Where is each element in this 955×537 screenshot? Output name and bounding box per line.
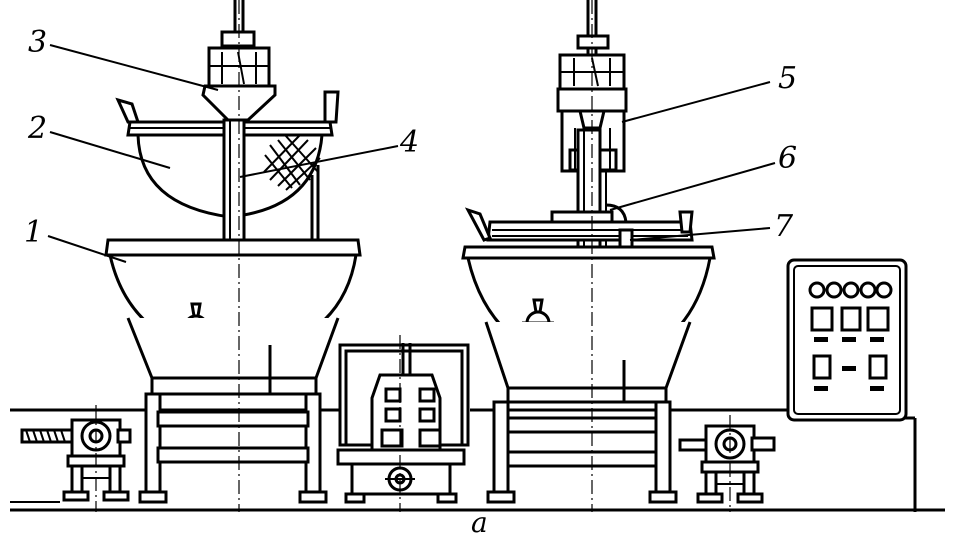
right-unit	[461, 0, 716, 504]
label-7: 7	[774, 209, 794, 244]
label-1: 1	[24, 215, 43, 250]
control-panel	[786, 258, 908, 422]
label-4: 4	[399, 125, 419, 160]
floor-rail	[10, 408, 945, 512]
label-5: 5	[778, 61, 797, 96]
label-2: 2	[27, 111, 47, 146]
label-6: 6	[778, 141, 797, 176]
left-unit	[104, 0, 362, 504]
leader-lines	[47, 44, 776, 263]
right-gearbox	[678, 424, 776, 504]
left-gearbox	[20, 418, 132, 502]
indicator-lamps	[808, 281, 893, 299]
figure-caption: a	[471, 506, 488, 537]
middle-cart	[336, 343, 470, 504]
center-lines	[95, 0, 731, 512]
label-3: 3	[28, 25, 47, 60]
